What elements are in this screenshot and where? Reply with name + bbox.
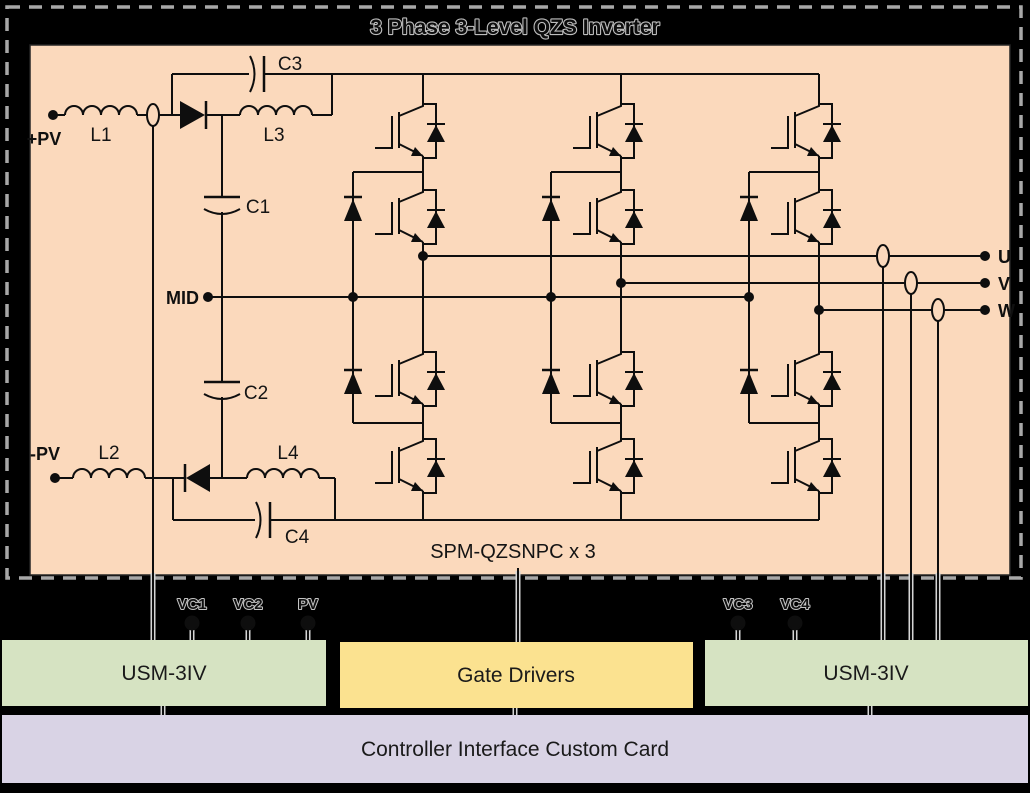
vc2-label: VC2 [233,596,262,613]
usm-right-block [705,640,1028,706]
c3-label: C3 [278,54,302,75]
l2-label: L2 [98,443,119,464]
vc4-label: VC4 [780,596,810,613]
c1-label: C1 [246,197,270,218]
controller-block [2,715,1028,783]
gate-drivers-label: Gate Drivers [457,664,575,687]
c4-label: C4 [285,527,310,548]
diode-d2 [186,464,210,492]
diode-d1 [180,101,205,129]
usm-left-block [2,640,326,706]
vc3-label: VC3 [723,596,752,613]
usm-left-label: USM-3IV [121,662,206,685]
pv-sense-label: PV [298,596,318,613]
usm-right-label: USM-3IV [823,662,908,685]
vc2-terminal [240,615,256,631]
phase-v-label: V [998,274,1010,294]
phase-u-label: U [998,247,1011,267]
dashed-border [5,5,1023,580]
pv-sense-terminal [300,615,316,631]
interconnect-lines [150,126,941,717]
gate-drivers-block [340,642,693,708]
capacitor-c3 [249,55,256,93]
l3-label: L3 [263,125,284,146]
phase-u-terminal [980,251,990,261]
l4-label: L4 [277,443,299,464]
c2-label: C2 [244,383,268,404]
phase-v-terminal [980,278,990,288]
vc3-terminal [730,615,746,631]
pv-minus-label: -PV [30,444,60,464]
bottom-rail [172,478,819,521]
phase-w-terminal [980,305,990,315]
mid-label: MID [166,288,199,308]
capacitor-c4 [255,501,262,539]
phase-w-label: W [998,301,1015,321]
pv-plus-label: +PV [27,129,62,149]
l1-label: L1 [90,125,111,146]
vc4-terminal [787,615,803,631]
diagram-title: 3 Phase 3-Level QZS Inverter [370,16,659,39]
phase-outputs [418,244,990,322]
vc1-label: VC1 [177,596,206,613]
vc1-terminal [184,615,200,631]
controller-label: Controller Interface Custom Card [361,738,669,761]
module-label: SPM-QZSNPC x 3 [430,541,596,563]
